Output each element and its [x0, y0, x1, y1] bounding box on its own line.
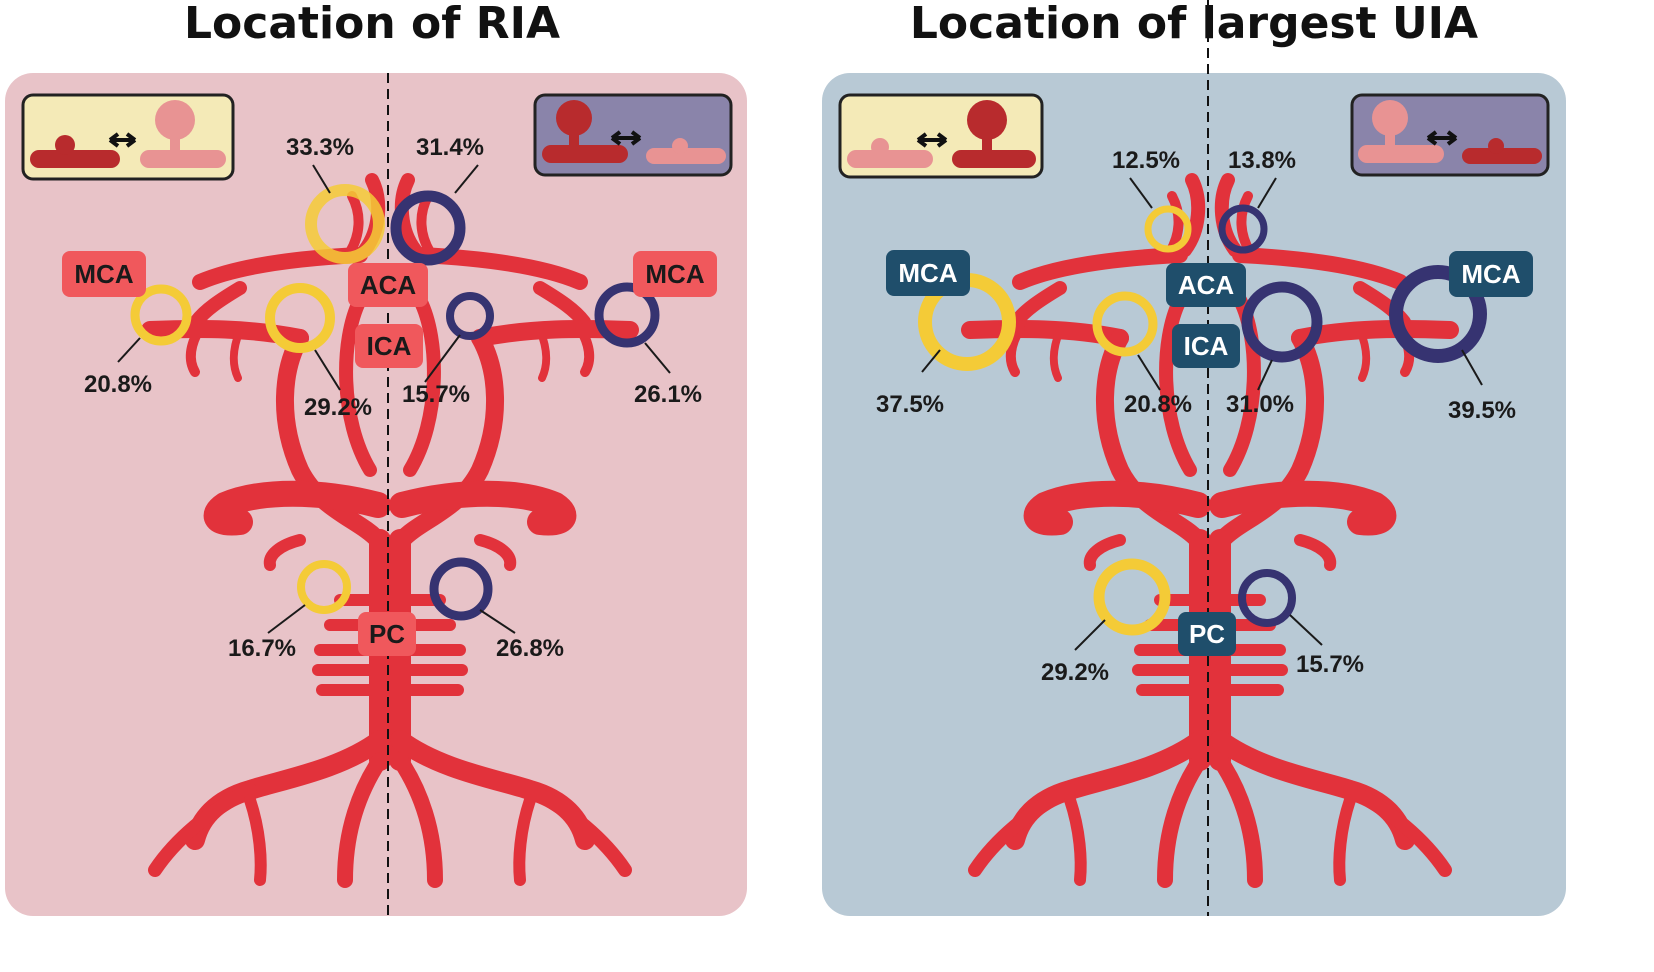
ring-mca-navy-ria [594, 282, 660, 348]
pct-aca-yellow-ria: 33.3% [286, 134, 354, 161]
label-ica-ria: ICA [355, 324, 423, 368]
panel-title-ria: Location of RIA [184, 0, 560, 49]
ring-ica-navy-uia [1241, 281, 1323, 363]
label-mca-right-ria: MCA [633, 251, 717, 297]
label-pc-ria: PC [358, 612, 416, 656]
ring-mca-navy-uia [1389, 265, 1487, 363]
svg-text:PC: PC [1189, 619, 1225, 649]
svg-text:PC: PC [369, 619, 405, 649]
ring-aca-yellow-ria [305, 184, 385, 264]
pct-ica-navy-ria: 15.7% [402, 381, 470, 408]
ring-pc-yellow-uia [1093, 558, 1171, 636]
label-aca-uia: ACA [1166, 263, 1246, 307]
double-arrow-icon [1426, 130, 1458, 146]
pct-pc-yellow-ria: 16.7% [228, 635, 296, 662]
pct-aca-navy-uia: 13.8% [1228, 147, 1296, 174]
svg-text:MCA: MCA [645, 259, 704, 289]
legend-box-purple-uia [1350, 93, 1550, 177]
legend-box-yellow-ria [21, 93, 235, 181]
label-mca-left-uia: MCA [886, 250, 970, 296]
pct-aca-yellow-uia: 12.5% [1112, 147, 1180, 174]
pct-mca-yellow-ria: 20.8% [84, 371, 152, 398]
ring-ica-yellow-uia [1092, 291, 1158, 357]
ring-ica-navy-ria [446, 292, 494, 340]
pct-mca-yellow-uia: 37.5% [876, 391, 944, 418]
svg-text:ICA: ICA [1184, 331, 1229, 361]
pct-mca-navy-ria: 26.1% [634, 381, 702, 408]
svg-text:MCA: MCA [898, 258, 957, 288]
svg-text:ACA: ACA [1178, 270, 1235, 300]
ring-aca-navy-uia [1218, 204, 1268, 254]
ring-aca-yellow-uia [1144, 205, 1192, 253]
legend-box-purple-ria [533, 93, 733, 177]
svg-text:ACA: ACA [360, 270, 417, 300]
svg-text:MCA: MCA [1461, 259, 1520, 289]
ring-mca-yellow-ria [130, 284, 192, 346]
pct-pc-navy-ria: 26.8% [496, 635, 564, 662]
panel-title-uia: Location of largest UIA [910, 0, 1478, 49]
pct-ica-yellow-ria: 29.2% [304, 394, 372, 421]
pct-mca-navy-uia: 39.5% [1448, 397, 1516, 424]
double-arrow-icon [108, 132, 137, 148]
svg-text:MCA: MCA [74, 259, 133, 289]
label-aca-ria: ACA [348, 263, 428, 307]
ring-ica-yellow-ria [265, 283, 335, 353]
pct-aca-navy-ria: 31.4% [416, 134, 484, 161]
label-ica-uia: ICA [1172, 324, 1240, 368]
pct-pc-yellow-uia: 29.2% [1041, 659, 1109, 686]
ring-pc-yellow-ria [297, 560, 351, 614]
panel-uia: Location of largest UIA [822, 0, 1566, 916]
label-mca-right-uia: MCA [1449, 251, 1533, 297]
ring-pc-navy-ria [429, 557, 493, 621]
ring-aca-navy-ria [390, 190, 466, 266]
label-pc-uia: PC [1178, 612, 1236, 656]
pct-ica-navy-uia: 31.0% [1226, 391, 1294, 418]
legend-box-yellow-uia [838, 93, 1044, 179]
pct-pc-navy-uia: 15.7% [1296, 651, 1364, 678]
label-mca-left-ria: MCA [62, 251, 146, 297]
leader-lines-uia [921, 177, 1483, 651]
panel-ria: Location of RIA [5, 0, 747, 916]
pct-ica-yellow-uia: 20.8% [1124, 391, 1192, 418]
leader-lines-ria [117, 164, 671, 634]
double-arrow-icon [610, 130, 642, 146]
svg-text:ICA: ICA [367, 331, 412, 361]
double-arrow-icon [916, 132, 948, 148]
ring-pc-navy-uia [1238, 569, 1296, 627]
